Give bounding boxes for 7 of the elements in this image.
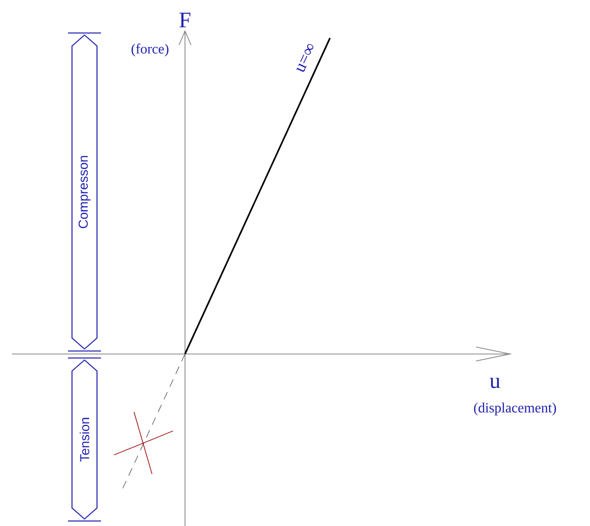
axis-label: (displacement) (474, 402, 556, 416)
axis-label: u (490, 378, 500, 388)
line-label: u=∞ (296, 44, 314, 72)
axis-label: F (180, 12, 190, 28)
axis-label: (force) (132, 44, 168, 56)
tension-band: Tension (68, 357, 102, 522)
compression-band: Compresson (68, 32, 102, 352)
